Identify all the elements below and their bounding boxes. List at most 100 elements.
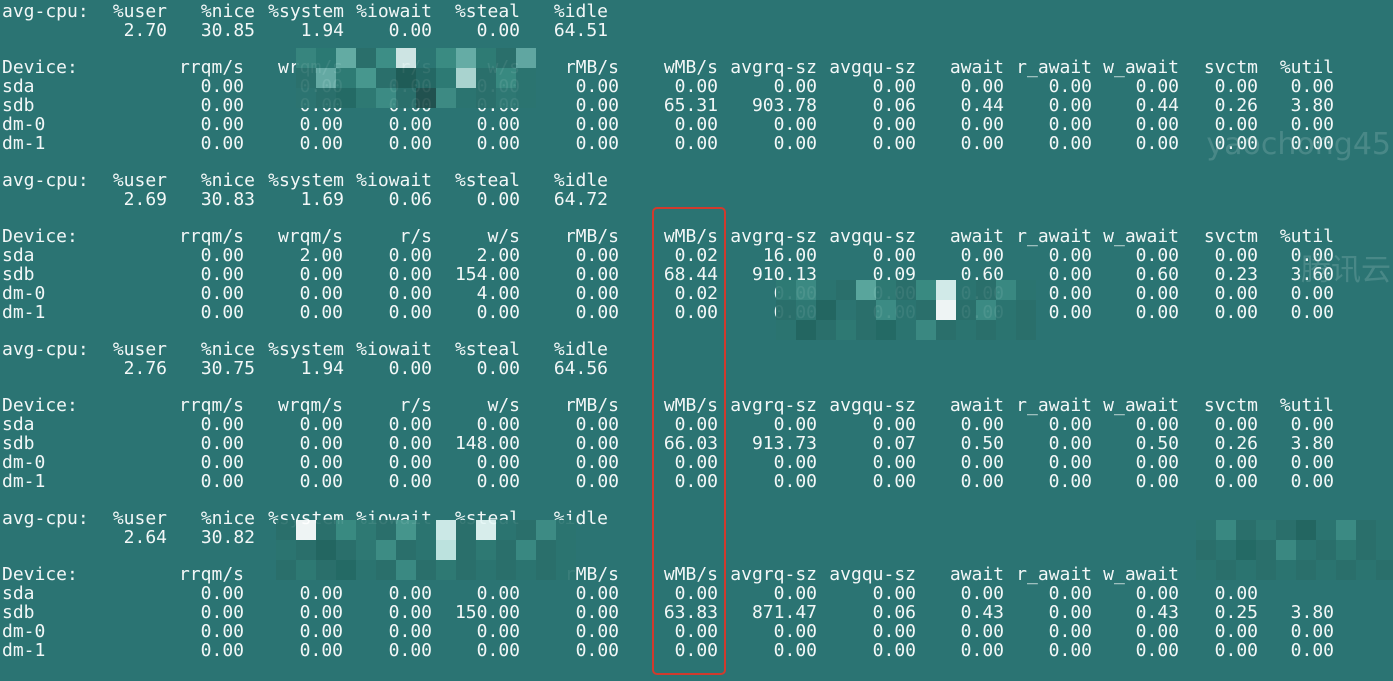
device-value-cell: 910.13 <box>751 264 817 285</box>
device-value-cell: 0.00 <box>1048 133 1092 154</box>
device-name: dm-0 <box>2 283 46 304</box>
blank-line <box>2 153 1392 171</box>
watermark-line-1: yaochong45 <box>1206 127 1391 162</box>
device-header-cell: wrqm/s <box>277 226 343 247</box>
device-value-cell: 0.00 <box>872 114 916 135</box>
device-header-cell: await <box>949 564 1004 585</box>
device-value-cell: 0.23 <box>1214 264 1258 285</box>
blur-mosaic-3 <box>276 520 576 580</box>
device-value-cell: 0.44 <box>960 95 1004 116</box>
device-value-cell: 0.00 <box>872 640 916 661</box>
cpu-value-cell: 0.00 <box>388 358 432 379</box>
device-header-cell: avgrq-sz <box>730 564 817 585</box>
blur-mosaic-2 <box>776 280 1036 340</box>
device-value-cell: 0.00 <box>200 583 244 604</box>
device-header-cell: rrqm/s <box>178 226 244 247</box>
device-value-cell: 0.00 <box>1214 640 1258 661</box>
device-value-cell: 0.00 <box>960 583 1004 604</box>
device-value-cell: 0.00 <box>575 583 619 604</box>
device-value-cell: 0.00 <box>1048 621 1092 642</box>
device-value-cell: 0.00 <box>674 621 718 642</box>
cpu-header-row: avg-cpu:%user%nice%system%iowait%steal%i… <box>2 171 1392 190</box>
cpu-header-cell: %idle <box>553 1 608 22</box>
cpu-header-cell: %system <box>268 170 344 191</box>
cpu-value-cell: 30.83 <box>200 189 255 210</box>
device-header-cell: avgqu-sz <box>829 564 916 585</box>
device-value-cell: 0.00 <box>575 414 619 435</box>
cpu-value-cell: 64.72 <box>553 189 608 210</box>
device-value-cell: 0.00 <box>960 452 1004 473</box>
device-value-cell: 0.02 <box>674 245 718 266</box>
watermark-line-2: 腾讯云 <box>1301 253 1391 288</box>
device-value-cell: 0.00 <box>1135 583 1179 604</box>
device-value-cell: 0.00 <box>575 76 619 97</box>
device-value-cell: 0.00 <box>575 640 619 661</box>
device-value-cell: 0.00 <box>200 283 244 304</box>
device-value-cell: 0.00 <box>674 302 718 323</box>
device-value-cell: 0.00 <box>1290 133 1334 154</box>
device-value-cell: 0.43 <box>960 602 1004 623</box>
device-name: sda <box>2 76 35 97</box>
device-value-cell: 0.00 <box>575 602 619 623</box>
device-value-cell: 0.00 <box>388 583 432 604</box>
device-value-cell: 0.00 <box>476 452 520 473</box>
device-value-cell: 0.00 <box>1048 640 1092 661</box>
device-value-cell: 0.00 <box>1290 302 1334 323</box>
device-header-cell: w_await <box>1103 57 1179 78</box>
device-value-cell: 0.00 <box>388 302 432 323</box>
device-value-cell: 0.00 <box>1048 583 1092 604</box>
cpu-header-cell: %nice <box>200 339 255 360</box>
device-value-cell: 0.00 <box>1135 245 1179 266</box>
device-name: dm-0 <box>2 114 46 135</box>
device-value-cell: 0.00 <box>575 264 619 285</box>
device-value-cell: 0.00 <box>1214 245 1258 266</box>
device-value-cell: 0.25 <box>1214 602 1258 623</box>
device-value-cell: 0.00 <box>388 471 432 492</box>
cpu-header-cell: %nice <box>200 508 255 529</box>
device-value-cell: 0.00 <box>1290 245 1334 266</box>
device-value-cell: 3.80 <box>1290 95 1334 116</box>
device-value-cell: 0.00 <box>476 302 520 323</box>
device-value-cell: 0.00 <box>1214 283 1258 304</box>
device-name: sdb <box>2 602 35 623</box>
wmbs-column-highlight <box>652 207 726 675</box>
device-value-cell: 0.00 <box>773 621 817 642</box>
device-value-cell: 0.00 <box>200 114 244 135</box>
device-value-cell: 0.00 <box>1048 302 1092 323</box>
device-value-cell: 0.00 <box>674 452 718 473</box>
device-value-cell: 0.00 <box>299 640 343 661</box>
device-value-cell: 0.00 <box>299 264 343 285</box>
device-value-cell: 0.00 <box>575 283 619 304</box>
cpu-value-cell: 64.56 <box>553 358 608 379</box>
device-header-cell: wMB/s <box>663 57 718 78</box>
device-value-cell: 0.00 <box>476 583 520 604</box>
device-value-cell: 0.00 <box>1048 95 1092 116</box>
device-value-cell: 0.00 <box>1048 433 1092 454</box>
device-value-cell: 0.00 <box>1048 264 1092 285</box>
device-value-cell: 3.60 <box>1290 264 1334 285</box>
blur-mosaic-1 <box>296 48 536 108</box>
device-value-cell: 0.00 <box>388 433 432 454</box>
device-header-cell: rMB/s <box>564 564 619 585</box>
device-header-cell: avgrq-sz <box>730 395 817 416</box>
cpu-value-cell: 0.00 <box>388 20 432 41</box>
device-value-cell: 0.00 <box>1048 414 1092 435</box>
device-header-cell: avgqu-sz <box>829 226 916 247</box>
cpu-label: avg-cpu: <box>2 339 89 360</box>
device-header-cell: %util <box>1279 226 1334 247</box>
device-value-cell: 0.00 <box>476 471 520 492</box>
device-value-cell: 0.00 <box>299 471 343 492</box>
device-value-cell: 0.00 <box>388 114 432 135</box>
cpu-header-cell: %user <box>112 1 167 22</box>
device-value-cell: 3.80 <box>1290 602 1334 623</box>
cpu-header-cell: %user <box>112 508 167 529</box>
cpu-value-cell: 1.69 <box>300 189 344 210</box>
device-header-cell: await <box>949 57 1004 78</box>
device-value-cell: 0.00 <box>1135 283 1179 304</box>
